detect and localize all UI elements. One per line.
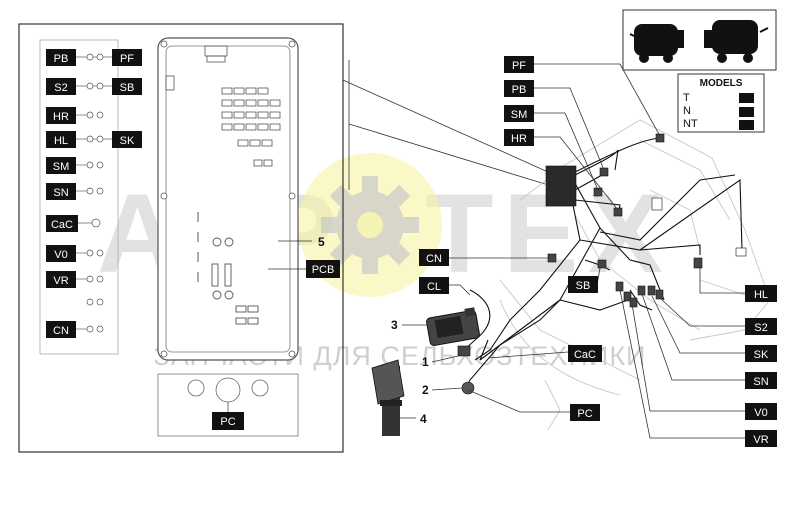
panel-tag-v0: V0 [46,245,76,262]
panel-tag-hl: HL [46,131,76,148]
connector-dots [76,53,112,333]
svg-text:SB: SB [120,82,135,94]
svg-text:SB: SB [576,280,591,292]
svg-text:V0: V0 [54,249,67,261]
panel-tag-hr: HR [46,107,76,124]
svg-text:HR: HR [511,133,527,145]
panel-tag-vr: VR [46,271,76,288]
model-nt: NT [683,118,698,130]
panel-tag-pf: PF [112,49,142,66]
svg-text:HL: HL [54,135,68,147]
svg-text:SK: SK [754,349,769,361]
callout-2: 2 [422,383,429,397]
svg-text:S2: S2 [54,82,67,94]
diagram-tag-pf: PF [504,56,534,73]
panel-tag-pb: PB [46,49,76,66]
diagram-tag-sb: SB [568,276,598,293]
svg-text:PF: PF [120,53,134,65]
diagram-tag-vr: VR [745,430,777,447]
svg-text:PB: PB [54,53,69,65]
svg-text:CN: CN [426,253,442,265]
svg-text:PC: PC [577,408,592,420]
diagram-tag-cl: CL [419,277,449,294]
model-n: N [683,105,691,117]
svg-text:PF: PF [512,60,526,72]
svg-text:CaC: CaC [51,219,73,231]
fuse-block [165,45,281,167]
panel-tag-cn: CN [46,321,76,338]
panel-tag-cac: CaC [46,215,78,232]
panel-tag-pc: PC [212,412,244,430]
detail-leader-top [342,79,549,173]
svg-text:SN: SN [753,376,768,388]
svg-text:S2: S2 [754,322,767,334]
diagram-tag-cn: CN [419,249,449,266]
panel-tag-sn: SN [46,183,76,200]
tag-leaders [447,63,745,439]
callout-5: 5 [318,235,325,249]
diagram-tag-s2: S2 [745,318,777,335]
model-nt-swatch [739,120,754,130]
left-panel: 5 [18,23,549,453]
svg-text:VR: VR [753,434,768,446]
connector-strip [39,39,119,355]
svg-text:SM: SM [53,161,70,173]
diagram-tag-pb: PB [504,80,534,97]
svg-text:SM: SM [511,109,528,121]
diagram-tag-sm: SM [504,105,534,122]
diagram-tag-sn: SN [745,372,777,389]
diagram-tag-v0: V0 [745,403,777,420]
panel-tag-pcb: PCB [306,260,340,278]
model-t-swatch [739,93,754,103]
display-terminal [426,307,480,346]
control-board [157,37,299,361]
models-title: MODELS [700,78,743,89]
panel-tag-sm: SM [46,157,76,174]
diagram-tag-hr: HR [504,129,534,146]
svg-text:VR: VR [53,275,68,287]
svg-text:HL: HL [754,289,768,301]
svg-text:CL: CL [427,281,441,293]
callout-1: 1 [422,355,429,369]
svg-text:V0: V0 [754,407,767,419]
model-t: T [683,92,690,104]
svg-text:SK: SK [120,135,135,147]
callout-4: 4 [420,412,427,426]
panel-tag-s2: S2 [46,78,76,95]
svg-text:CN: CN [53,325,69,337]
svg-text:PB: PB [512,84,527,96]
svg-text:PC: PC [220,416,235,428]
svg-text:HR: HR [53,111,69,123]
panel-tag-sb: SB [112,78,142,95]
diagram-tag-sk: SK [745,345,777,362]
svg-text:PCB: PCB [312,264,335,276]
detail-leader-bottom [348,123,546,185]
left-panel-frame [18,23,344,453]
svg-text:CaC: CaC [574,349,596,361]
diagram-tag-pc: PC [570,404,600,421]
svg-text:SN: SN [53,187,68,199]
panel-tag-sk: SK [112,131,142,148]
control-unit-box [545,165,577,207]
diagram-tag-hl: HL [745,285,777,302]
diagram-tag-cac: CaC [568,345,602,362]
gear-icon [321,176,419,274]
baler-icon [704,20,769,63]
callout-numbers: 1 2 3 4 [391,318,463,426]
callout-3: 3 [391,318,398,332]
watermark-logo-right: ТЕХ [425,171,673,296]
baler-icon [629,24,684,63]
models-legend: MODELS T N NT [622,9,777,133]
mounting-pole [371,359,405,436]
terminals [211,237,259,325]
model-n-swatch [739,107,754,117]
